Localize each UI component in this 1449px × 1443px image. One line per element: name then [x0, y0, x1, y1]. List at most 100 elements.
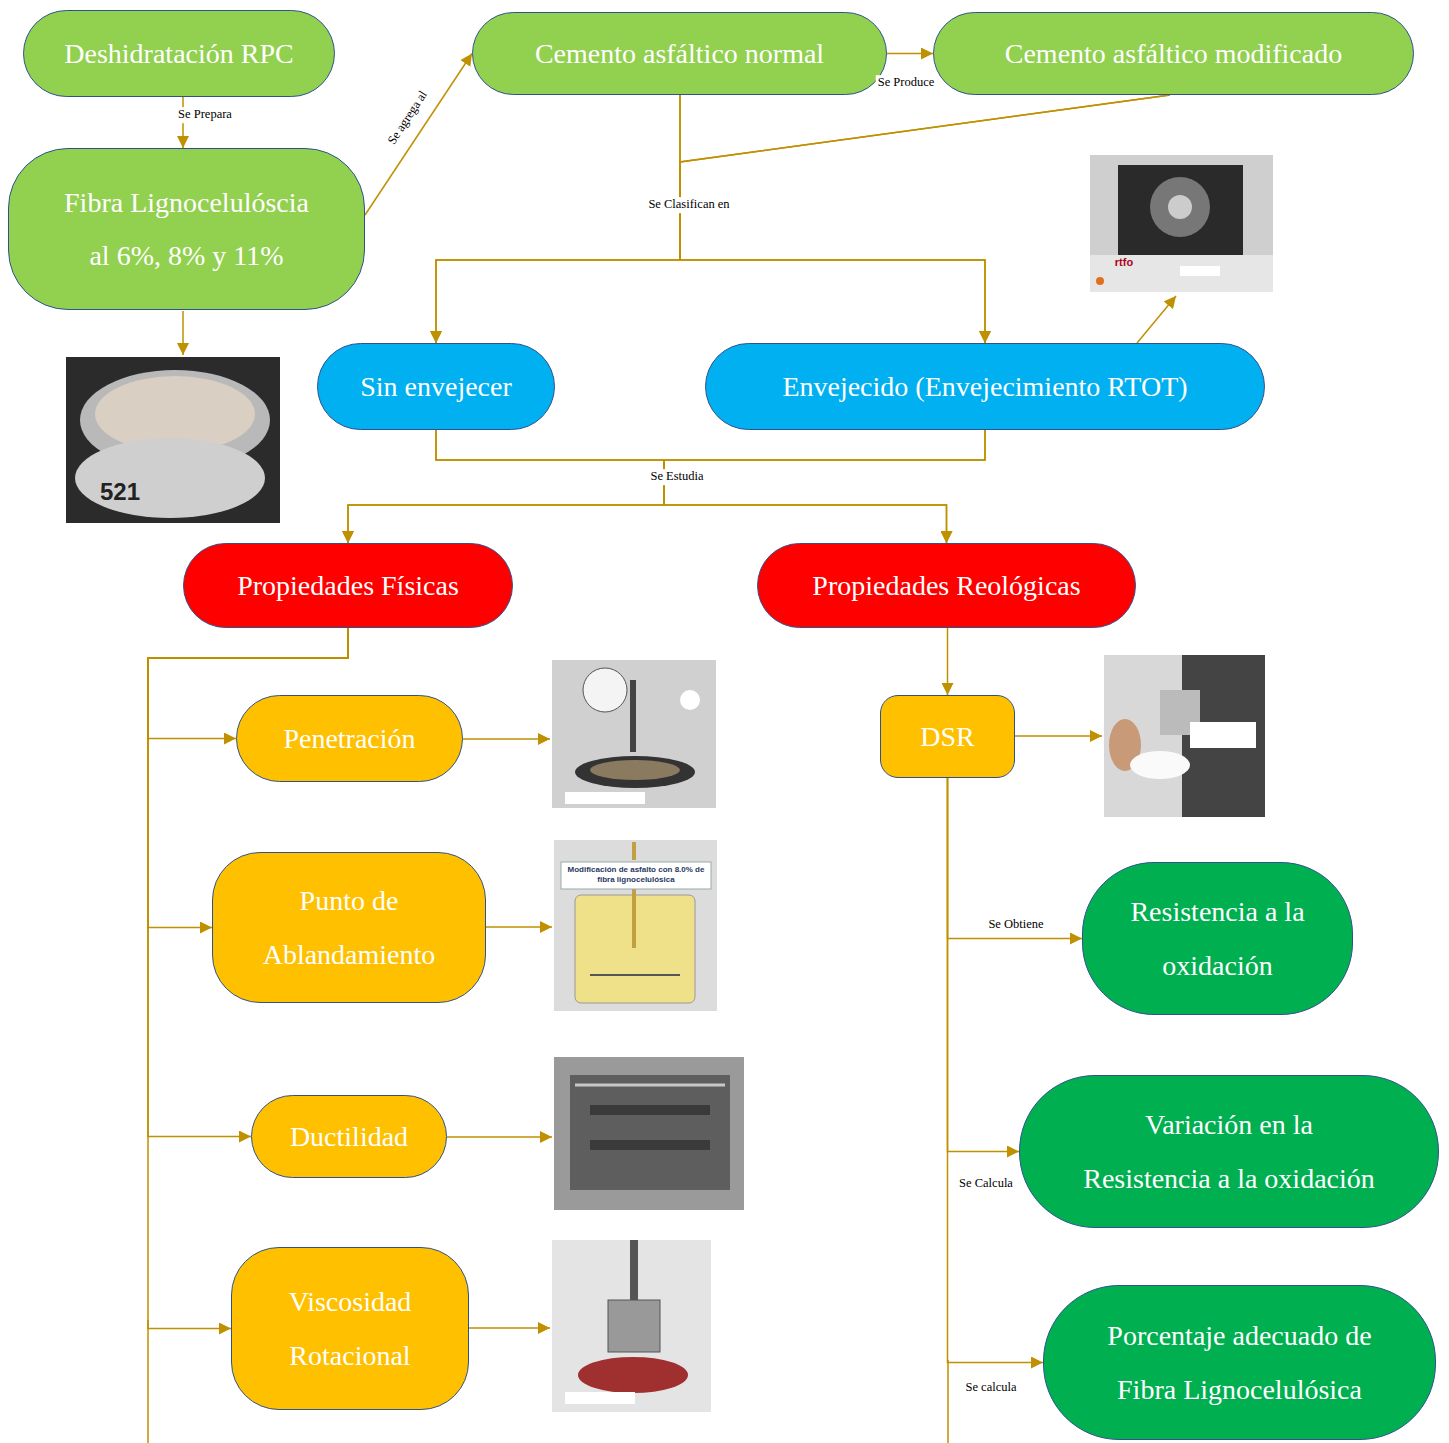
category-box: Sin envejecer — [317, 343, 555, 430]
flow-connector — [436, 95, 1170, 343]
edge-label: Se Produce — [876, 75, 937, 91]
node-text: Cemento asfáltico normal — [535, 27, 824, 80]
lamp — [680, 690, 700, 710]
rheometer-body — [1182, 655, 1265, 817]
node-text: Sin envejecer — [360, 360, 512, 413]
ring-holder — [590, 974, 680, 976]
node-text: Ductilidad — [290, 1110, 408, 1163]
flow-connector — [948, 778, 1020, 1152]
test-box: Viscosidad Rotacional — [231, 1247, 469, 1410]
oven-hub — [1168, 195, 1192, 219]
edge-label: Se calcula — [963, 1380, 1018, 1396]
flow-connector — [348, 430, 985, 543]
process-box: Fibra Lignocelulóscia al 6%, 8% y 11% — [8, 148, 365, 310]
node-text: Deshidratación RPC — [64, 27, 293, 80]
thermosel — [608, 1300, 660, 1352]
oven-chamber — [1118, 165, 1243, 255]
photo-arrow — [1015, 735, 1102, 737]
sample-holder — [1130, 751, 1190, 779]
flow-connector — [436, 430, 947, 543]
test-box: DSR — [880, 695, 1015, 778]
result-box: Porcentaje adecuado de Fibra Lignoceluló… — [1043, 1285, 1436, 1440]
edge-label: Se Calcula — [957, 1176, 1015, 1192]
rtfot-oven-photo — [1090, 155, 1273, 292]
dish-number: 521 — [100, 477, 140, 507]
water-bath — [570, 1075, 730, 1190]
node-text: Fibra Lignocelulóscia al 6%, 8% y 11% — [58, 176, 316, 282]
test-box: Penetración — [236, 695, 463, 782]
photo-arrow — [469, 1327, 550, 1329]
photo-arrow — [447, 1136, 552, 1138]
node-text: Punto de Ablandamiento — [249, 874, 449, 980]
photo-ground — [1104, 655, 1265, 817]
flow-connector — [348, 430, 664, 543]
photo-arrow — [1137, 296, 1176, 343]
node-text: DSR — [920, 710, 974, 763]
node-text: Viscosidad Rotacional — [260, 1275, 440, 1381]
thermometer — [632, 842, 636, 860]
flow-connector — [680, 95, 985, 343]
test-box: Ductilidad — [251, 1095, 447, 1178]
process-box: Cemento asfáltico modificado — [933, 12, 1414, 95]
node-text: Penetración — [283, 712, 415, 765]
edge-label: Se Prepara — [176, 107, 234, 123]
edge-label: Se Obtiene — [986, 917, 1045, 933]
thermometer — [632, 888, 636, 948]
leader-lines — [148, 296, 1176, 1443]
sample-card — [1190, 722, 1256, 748]
sample — [590, 760, 680, 780]
node-text: Resistencia a la oxidación — [1118, 885, 1318, 991]
ductilometer-photo — [554, 1057, 744, 1210]
sample-dish — [575, 756, 695, 788]
base — [578, 1357, 688, 1393]
property-box: Propiedades Físicas — [183, 543, 513, 628]
edge-label: Se Estudia — [648, 469, 705, 485]
flow-connector — [948, 778, 1044, 1363]
flow-connector — [947, 628, 949, 695]
node-text: Variación en la Resistencia a la oxidaci… — [1080, 1098, 1379, 1204]
oven-carousel — [1150, 177, 1210, 237]
photo-ground — [552, 660, 716, 808]
needle-rod — [630, 680, 636, 752]
oven-card — [1180, 266, 1220, 276]
node-text: Porcentaje adecuado de Fibra Lignoceluló… — [1095, 1309, 1385, 1415]
flow-connector — [436, 95, 680, 343]
oven-panel — [1090, 255, 1273, 292]
bus-extension — [947, 1360, 949, 1443]
bowl-body — [75, 438, 265, 518]
photo-arrow — [486, 926, 552, 928]
mold — [590, 1140, 710, 1150]
property-box: Propiedades Reológicas — [757, 543, 1136, 628]
viscometer-photo — [552, 1240, 711, 1412]
edge-label: Se Clasifican en — [646, 197, 731, 213]
dsr-photo — [1104, 655, 1265, 817]
process-box: Cemento asfáltico normal — [472, 12, 887, 95]
dial — [583, 668, 627, 712]
photo-ground — [66, 357, 280, 523]
category-box: Envejecido (Envejecimiento RTOT) — [705, 343, 1265, 430]
brand-mark: rtfo — [1115, 256, 1133, 270]
photo-arrow — [463, 738, 550, 740]
process-box: Deshidratación RPC — [23, 10, 335, 97]
photo-arrow — [182, 311, 184, 355]
spindle — [630, 1240, 638, 1300]
flow-connector — [365, 54, 472, 216]
result-box: Resistencia a la oxidación — [1082, 862, 1353, 1015]
sample-card — [565, 1392, 635, 1404]
node-text: Cemento asfáltico modificado — [1005, 27, 1342, 80]
flow-connector — [680, 95, 1170, 343]
node-text: Propiedades Reológicas — [812, 559, 1080, 612]
screw-rod — [575, 1084, 725, 1087]
node-text: Envejecido (Envejecimiento RTOT) — [782, 360, 1187, 413]
sample-card — [565, 792, 645, 804]
oven-button — [1096, 277, 1104, 285]
photo-ground — [554, 840, 717, 1011]
softening-point-photo — [554, 840, 717, 1011]
edge-label: Se agrega al — [384, 86, 433, 149]
node-text: Propiedades Físicas — [237, 559, 459, 612]
sample-card — [561, 862, 711, 889]
photo-ground — [552, 1240, 711, 1412]
test-box: Punto de Ablandamiento — [212, 852, 486, 1003]
sample-note: Modificación de asfalto con 8.0% de fibr… — [563, 865, 709, 885]
